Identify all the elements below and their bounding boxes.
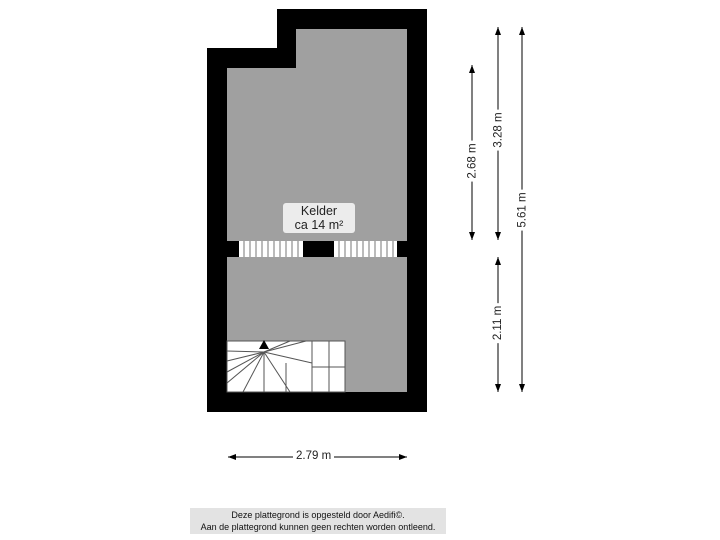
dimension-lower-label: 2.11 m bbox=[492, 302, 505, 344]
dimension-upper-label: 2.68 m bbox=[466, 140, 479, 182]
disclaimer-line-1: Deze plattegrond is opgesteld door Aedif… bbox=[231, 510, 405, 520]
room-label: Kelder ca 14 m² bbox=[283, 203, 355, 233]
dimension-mid-label: 3.28 m bbox=[492, 109, 505, 151]
disclaimer-line-2: Aan de plattegrond kunnen geen rechten w… bbox=[200, 522, 436, 532]
wall-opening-left bbox=[239, 241, 303, 257]
disclaimer-footer: Deze plattegrond is opgesteld door Aedif… bbox=[190, 508, 446, 534]
dimension-width-label: 2.79 m bbox=[293, 450, 335, 462]
room-name: Kelder bbox=[300, 204, 338, 218]
interior-wall bbox=[227, 241, 407, 257]
room-area: ca 14 m² bbox=[294, 218, 344, 232]
staircase bbox=[226, 340, 346, 393]
wall-opening-right bbox=[334, 241, 397, 257]
stair-direction-arrow-icon bbox=[259, 340, 269, 349]
dimension-total-label: 5.61 m bbox=[516, 189, 529, 231]
